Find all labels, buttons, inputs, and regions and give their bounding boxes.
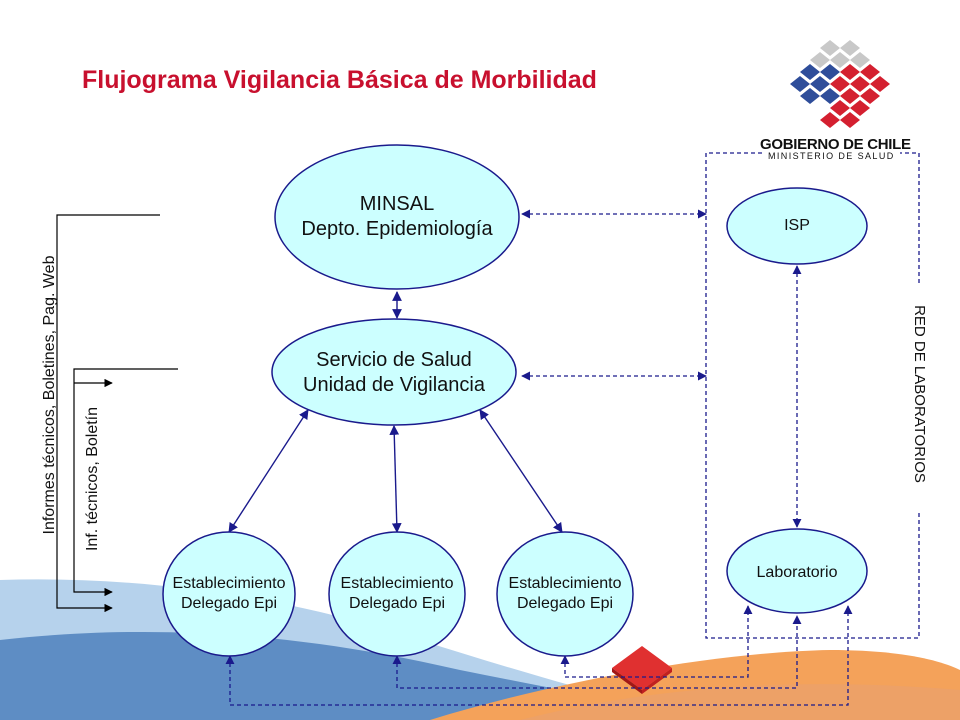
establecimiento-1-line-2: Delegado Epi (180, 595, 278, 612)
minsal-node (274, 144, 520, 290)
servicio-line-2: Unidad de Vigilancia (303, 374, 485, 396)
establecimiento-label-1: Establecimiento Delegado Epi (147, 566, 311, 622)
establecimiento-1-line-1: Establecimiento (172, 575, 286, 592)
hierarchy-arrows (228, 291, 563, 533)
isp-node (726, 187, 868, 265)
isp-label: ISP (784, 217, 810, 234)
establecimiento-node-1 (162, 531, 296, 657)
servicio-line-1: Servicio de Salud (316, 349, 472, 371)
laboratorio-label: Laboratorio (756, 564, 838, 581)
logo-line-1: GOBIERNO DE CHILE (760, 136, 911, 153)
logo-line-2: MINISTERIO DE SALUD (768, 151, 895, 161)
dashed-arrows (225, 209, 853, 706)
establecimiento-2-line-1: Establecimiento (340, 575, 454, 592)
minsal-line-2: Depto. Epidemiología (301, 218, 493, 240)
inf-label: Inf. técnicos, Boletín (84, 406, 101, 552)
establecimiento-3-line-1: Establecimiento (508, 575, 622, 592)
establecimiento-3-line-2: Delegado Epi (516, 595, 614, 612)
establecimiento-node-3 (496, 531, 634, 657)
establecimiento-node-2 (328, 531, 466, 657)
gobierno-logo-icon (790, 40, 890, 128)
gobierno-logo-text: GOBIERNO DE CHILE MINISTERIO DE SALUD (760, 136, 911, 161)
laboratorio-node (726, 528, 868, 614)
servicio-node (271, 318, 517, 426)
informes-label: Informes técnicos, Boletines, Pag. Web (41, 255, 58, 535)
minsal-line-1: MINSAL (359, 193, 435, 215)
establecimiento-label-2: Establecimiento Delegado Epi (315, 566, 479, 622)
establecimiento-2-line-2: Delegado Epi (348, 595, 446, 612)
red-laboratorios-label: RED DE LABORATORIOS (909, 284, 929, 504)
establecimiento-label-3: Establecimiento Delegado Epi (483, 566, 647, 622)
left-brackets (56, 214, 178, 613)
page-title: Flujograma Vigilancia Básica de Morbilid… (82, 66, 597, 94)
minsal-label: MINSAL Depto. Epidemiología (280, 180, 514, 254)
servicio-label: Servicio de Salud Unidad de Vigilancia (274, 340, 514, 406)
